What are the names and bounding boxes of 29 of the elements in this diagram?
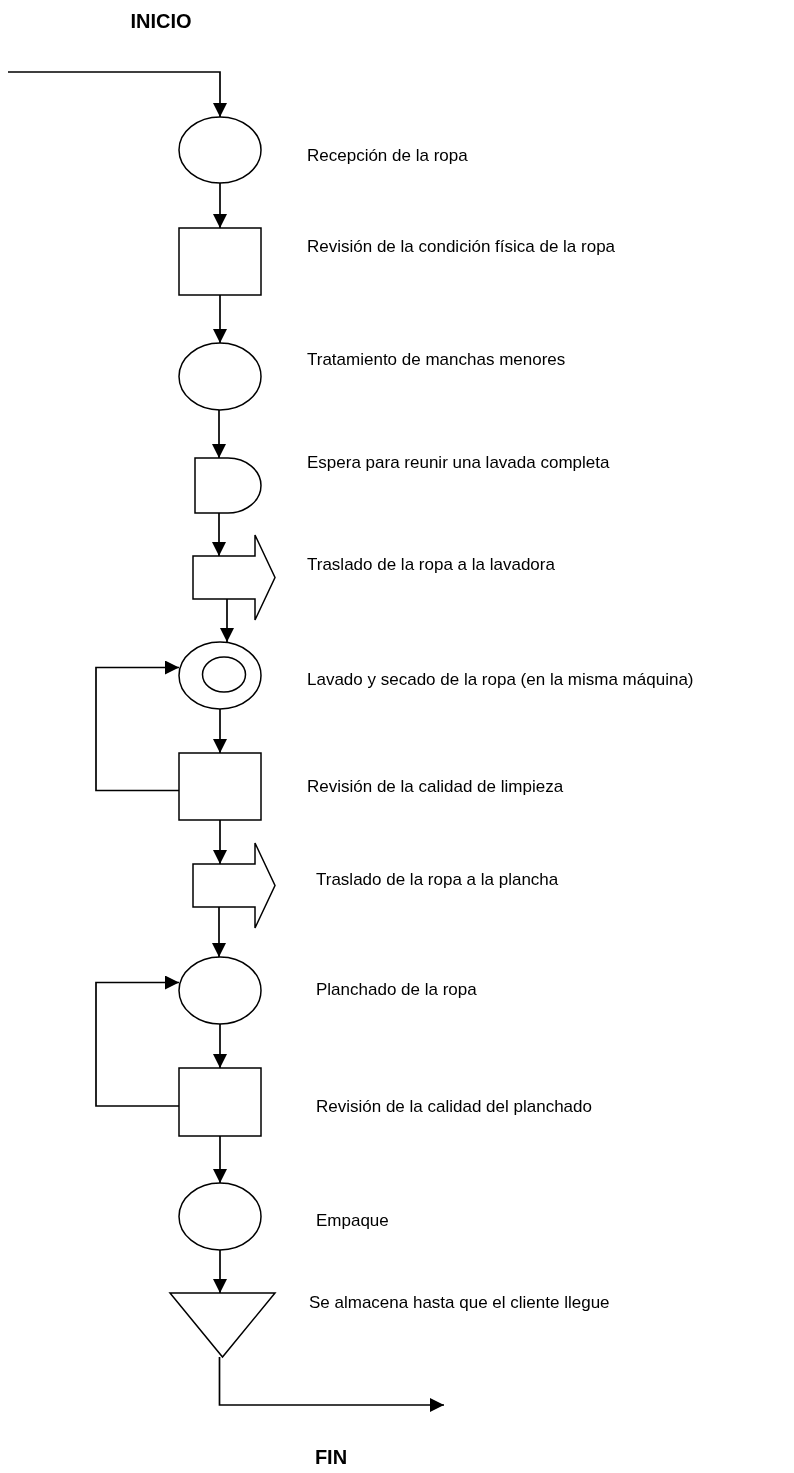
step-label: Recepción de la ropa xyxy=(307,146,468,166)
step-label: Traslado de la ropa a la lavadora xyxy=(307,555,555,575)
arrow xyxy=(212,512,226,557)
step-label: Revisión de la condición física de la ropa xyxy=(307,237,616,257)
step-label: Revisión de la calidad del planchado xyxy=(316,1097,592,1117)
start-label: INICIO xyxy=(130,10,192,33)
arrow xyxy=(220,598,234,643)
arrow xyxy=(7,71,227,118)
arrow xyxy=(213,1023,227,1069)
end-label: FIN xyxy=(314,1446,348,1469)
step-label: Espera para reunir una lavada completa xyxy=(307,453,610,473)
arrow xyxy=(212,409,226,459)
step-label: Traslado de la ropa a la plancha xyxy=(316,870,559,890)
step-label: Se almacena hasta que el cliente llegue xyxy=(309,1293,610,1313)
step-label: Planchado de la ropa xyxy=(316,980,477,1000)
step-label: Revisión de la calidad de limpieza xyxy=(307,777,564,797)
step-label: Empaque xyxy=(316,1211,389,1231)
arrow xyxy=(213,182,227,229)
arrow xyxy=(213,708,227,754)
step-label: Tratamiento de manchas menores xyxy=(307,350,566,370)
arrow xyxy=(213,819,227,865)
arrow xyxy=(212,906,226,958)
loop-arrow xyxy=(95,975,180,1107)
arrow xyxy=(213,1249,227,1294)
loop-arrow xyxy=(95,660,180,792)
arrow xyxy=(213,1135,227,1184)
step-label: Lavado y secado de la ropa (en la misma máquina) xyxy=(307,670,694,690)
arrow xyxy=(218,1356,445,1412)
arrow xyxy=(213,294,227,344)
